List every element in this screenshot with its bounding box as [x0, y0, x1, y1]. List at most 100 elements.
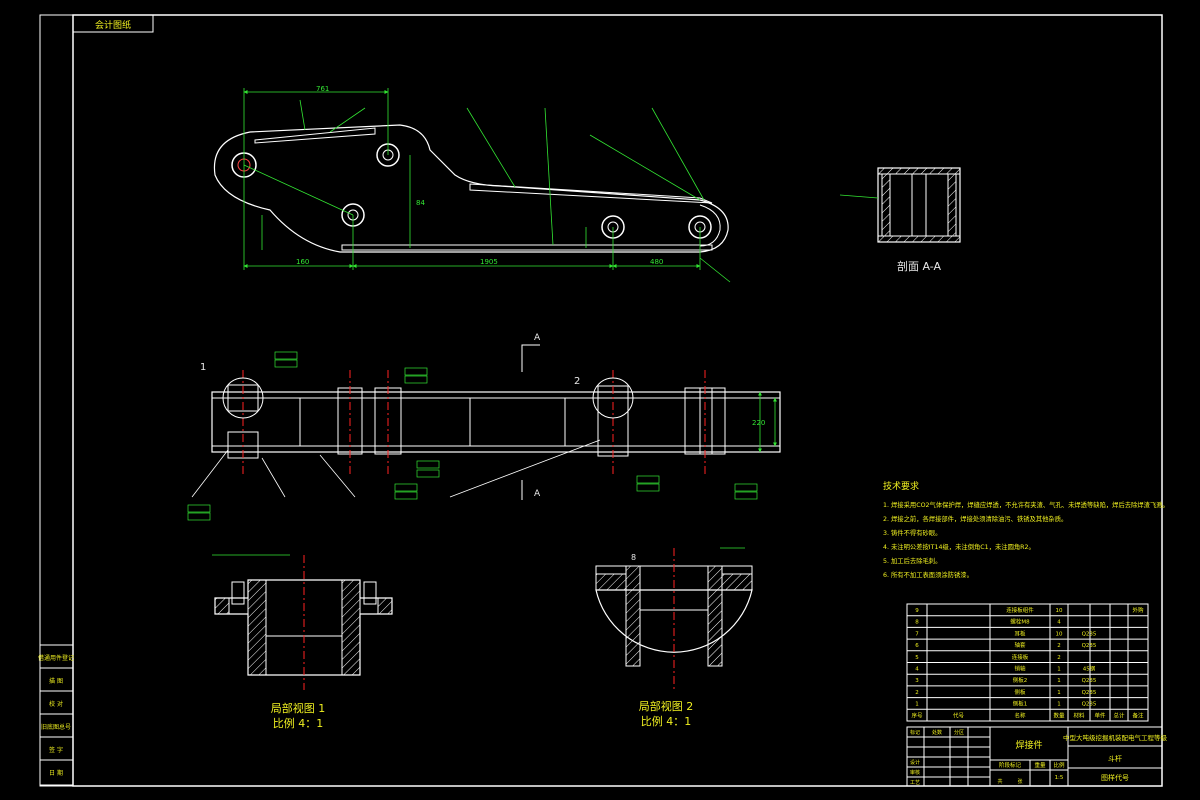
tech-req-6: 6. 所有不加工表面须涂防锈漆。 — [883, 570, 973, 579]
tb-field-mark: 标记 — [910, 729, 920, 736]
top-plate — [254, 127, 376, 144]
bom-cell-note: 外购 — [1132, 606, 1144, 614]
bom-cell-no: 5 — [915, 655, 919, 661]
stage-label: 阶段标记 — [999, 761, 1022, 769]
callout-1: 1 — [200, 362, 206, 373]
bom-cell-qty: 2 — [1057, 643, 1061, 649]
detail-circle-2 — [592, 377, 634, 419]
corner-label: 会计图纸 — [95, 19, 131, 31]
weight-label: 重量 — [1034, 761, 1046, 769]
title-block: 焊接件 中型大吨级挖掘机装配电气工程等级 斗杆 图样代号 阶段标记 重量 比例 … — [906, 726, 1168, 787]
bom-cell-qty: 1 — [1057, 702, 1061, 708]
material-code: 图样代号 — [1101, 773, 1129, 782]
section-marker-bottom: A — [534, 489, 541, 499]
bom-cell-name: 侧板2 — [1013, 676, 1028, 684]
bom-cell-name: 轴套 — [1014, 641, 1026, 649]
bom-cell-qty: 10 — [1056, 631, 1063, 637]
bom-cell-name: 耳板 — [1014, 629, 1026, 637]
right-end-curve — [699, 204, 721, 247]
detail-circle-1 — [222, 377, 264, 419]
tech-req-5: 5. 加工后去除毛刺。 — [883, 556, 941, 565]
top-plate-right — [469, 183, 713, 204]
stamp-row-6: 日 期 — [49, 769, 63, 777]
bom-cell-material: Q235 — [1082, 690, 1097, 696]
detail-view-2: 8 局部视图 2 比例 4：1 — [595, 547, 753, 728]
bom-header-cell: 数量 — [1053, 711, 1065, 719]
tech-req-3: 3. 铸件不得有砂眼。 — [883, 528, 941, 537]
bom-cell-no: 4 — [915, 667, 919, 673]
bom-header-cell: 单件 — [1094, 711, 1106, 719]
bom-cell-no: 3 — [915, 678, 919, 684]
tech-req-2: 2. 焊接之前，各焊接部件，焊接处须清除油污、铁锈及其他杂质。 — [883, 514, 1067, 523]
bom-cell-qty: 1 — [1057, 667, 1061, 673]
weld-symbol-label: 8 — [631, 553, 636, 562]
tb-field-count: 处数 — [932, 729, 942, 736]
plan-view: 1 2 A A 220 — [187, 333, 781, 521]
tolerance-frames — [187, 351, 758, 521]
dim-bottom-mid: 1905 — [480, 258, 498, 266]
dim-vertical: 84 — [416, 199, 425, 207]
stamp-row-3: 校 对 — [49, 700, 63, 708]
dim-overall-width: 761 — [316, 85, 329, 93]
detail-1-scale: 比例 4：1 — [273, 716, 324, 730]
tb-sheet-total: 共 — [997, 778, 1002, 785]
bom-header-cell: 材料 — [1073, 711, 1085, 719]
tech-requirements: 技术要求 1. 焊接采用CO2气体保护焊，焊缝应焊透，不允许有夹渣、气孔、未焊透… — [883, 480, 1169, 579]
section-a-a: 剖面 A-A — [839, 167, 961, 273]
bottom-plate — [341, 244, 713, 251]
bom-cell-no: 1 — [915, 702, 919, 708]
bom-cell-qty: 2 — [1057, 655, 1061, 661]
bom-cell-qty: 1 — [1057, 678, 1061, 684]
bom-cell-material: Q235 — [1082, 702, 1097, 708]
dim-height-right: 220 — [752, 419, 765, 427]
tb-role-design: 设计 — [910, 759, 920, 766]
bom-cell-name: 连接板 — [1012, 653, 1029, 661]
section-view-label: 剖面 A-A — [897, 259, 942, 273]
bom-header-cell: 名称 — [1014, 711, 1026, 719]
bom-cell-name: 侧板1 — [1013, 700, 1028, 708]
stamp-row-1: 借通用件登记 — [38, 654, 74, 662]
detail-2-title: 局部视图 2 — [639, 699, 694, 713]
tb-sheet-unit: 张 — [1017, 778, 1022, 785]
scale-label: 比例 — [1053, 761, 1065, 769]
bom-cell-material: Q235 — [1082, 643, 1097, 649]
arm-outline — [213, 124, 729, 253]
bom-cell-name: 侧板 — [1014, 688, 1026, 696]
bom-cell-qty: 4 — [1057, 620, 1061, 626]
detail-2-scale: 比例 4：1 — [641, 714, 692, 728]
bom-cell-name: 螺栓M8 — [1010, 618, 1030, 626]
bom-header-cell: 备注 — [1132, 711, 1144, 719]
bom-header-cell: 序号 — [911, 711, 923, 719]
section-marker-top: A — [534, 333, 541, 343]
project-name: 中型大吨级挖掘机装配电气工程等级 — [1063, 733, 1168, 742]
bom-cell-qty: 1 — [1057, 690, 1061, 696]
detail-1-title: 局部视图 1 — [271, 701, 326, 715]
stamp-row-2: 描 图 — [49, 677, 63, 685]
part-type: 焊接件 — [1015, 739, 1042, 751]
drawing-name: 斗杆 — [1108, 754, 1122, 763]
bom-cell-material: 45钢 — [1083, 665, 1096, 673]
bom-header-cell: 代号 — [953, 711, 965, 719]
dim-bottom-left: 160 — [296, 258, 309, 266]
bom-cell-name: 连接板组件 — [1006, 606, 1034, 614]
bom-cell-no: 9 — [915, 608, 919, 614]
bom-cell-name: 销轴 — [1014, 665, 1026, 673]
main-elevation-view: 761 84 160 1905 480 — [213, 85, 731, 283]
detail-view-1: 局部视图 1 比例 4：1 — [212, 554, 393, 730]
dim-bottom-right: 480 — [650, 258, 663, 266]
bom-header-cell: 总计 — [1113, 711, 1125, 719]
bom-cell-material: Q235 — [1082, 631, 1097, 637]
stamp-row-4: 旧底图总号 — [41, 723, 71, 731]
outer-border — [39, 14, 1163, 787]
bom-cell-material: Q235 — [1082, 678, 1097, 684]
tech-req-title: 技术要求 — [883, 480, 919, 492]
main-dimensions — [243, 88, 731, 283]
stamp-row-5: 签 字 — [49, 746, 63, 754]
inner-border — [72, 14, 1163, 787]
bom-cell-no: 6 — [915, 643, 919, 649]
left-stamp-table: 借通用件登记 描 图 校 对 旧底图总号 签 字 日 期 — [38, 644, 74, 786]
corner-label-box: 会计图纸 — [72, 14, 154, 33]
bom-cell-no: 8 — [915, 620, 919, 626]
